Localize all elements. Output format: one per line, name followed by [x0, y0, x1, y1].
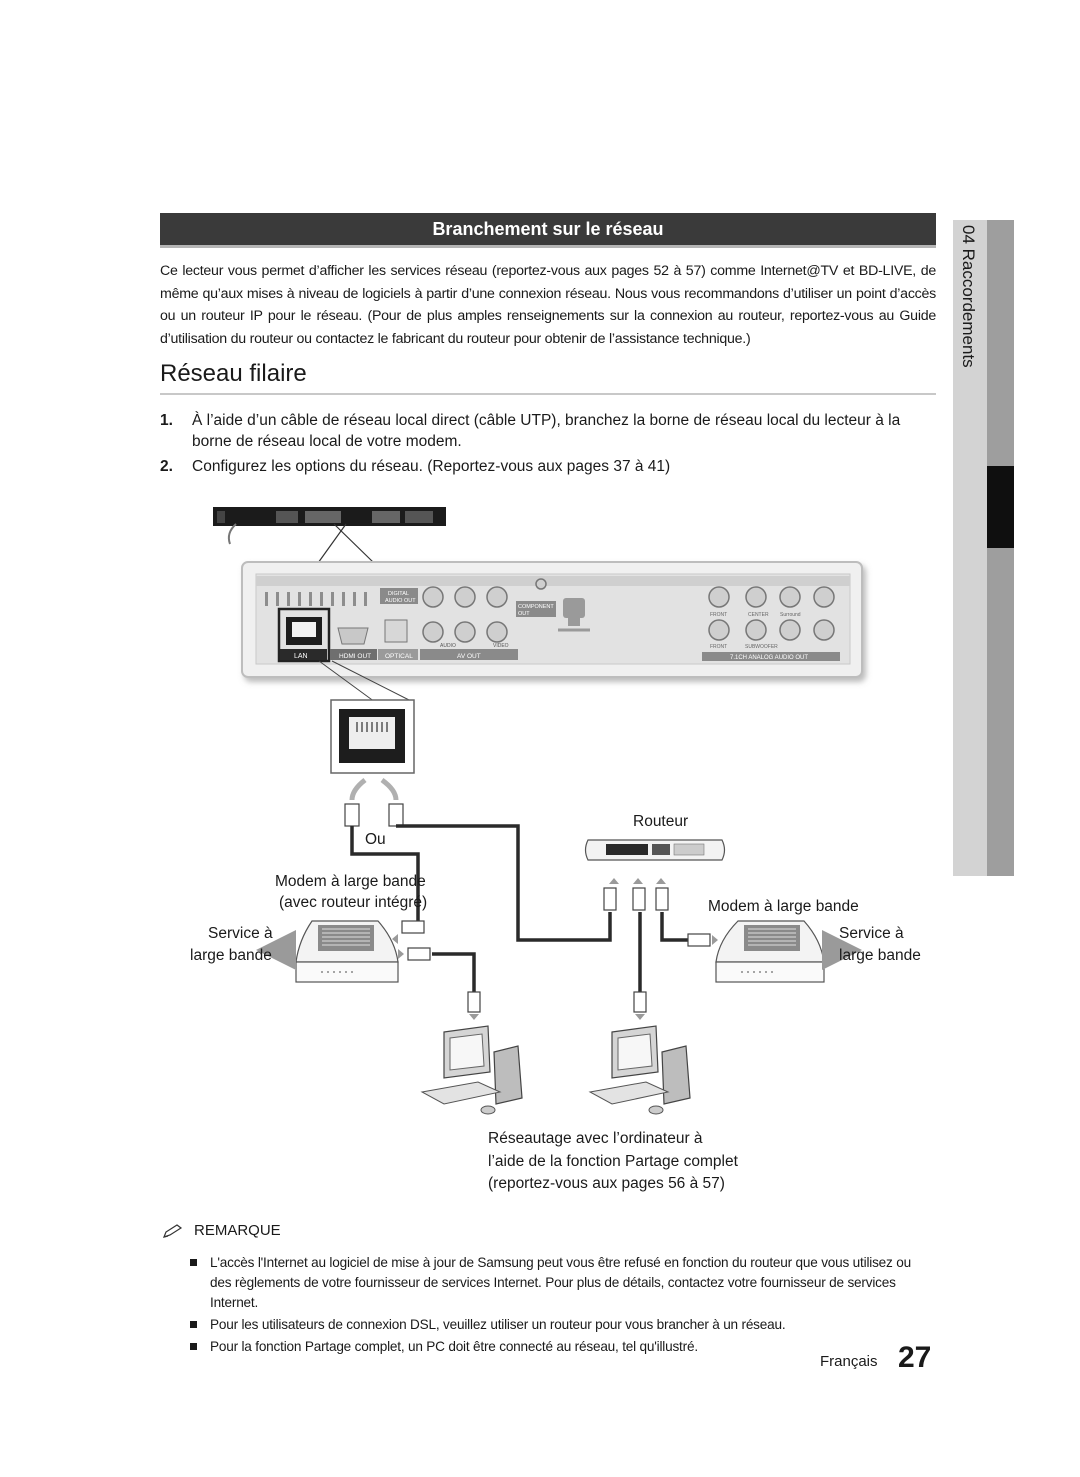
- note-heading: REMARQUE: [162, 1222, 281, 1239]
- hdmi-port-icon: [337, 627, 369, 645]
- modem-router-sublabel: (avec routeur intégré): [279, 894, 428, 911]
- fan-icon: [558, 598, 590, 632]
- caption-line: l’aide de la fonction Partage complet: [488, 1152, 738, 1170]
- subwoofer-label: SUBWOOFER: [745, 644, 778, 650]
- computer-icon: [588, 1025, 691, 1115]
- note-item: L'accès l'Internet au logiciel de mise à…: [190, 1253, 935, 1313]
- pencil-icon: [162, 1223, 183, 1238]
- note-item: Pour la fonction Partage complet, un PC …: [190, 1337, 935, 1357]
- audio-label: AUDIO: [440, 643, 456, 649]
- analog-audio-jacks: [708, 586, 835, 641]
- note-text: Pour les utilisateurs de connexion DSL, …: [210, 1317, 786, 1332]
- cable-plug: [603, 887, 669, 911]
- bullet-icon: [190, 1259, 197, 1266]
- chapter-tab-marker: [987, 466, 1014, 548]
- note-list: L'accès l'Internet au logiciel de mise à…: [190, 1253, 935, 1359]
- step-text: À l’aide d’un câble de réseau local dire…: [192, 412, 901, 450]
- analog-label: 7.1CH ANALOG AUDIO OUT: [730, 655, 808, 661]
- digital-label: DIGITAL: [388, 591, 409, 597]
- section-title: Branchement sur le réseau: [432, 218, 664, 239]
- diagram-caption: Réseautage avec l’ordinateur à l’aide de…: [488, 1128, 738, 1196]
- lan-port-closeup: [330, 699, 415, 774]
- caption-line: (reportez-vous aux pages 56 à 57): [488, 1175, 725, 1192]
- av-jacks: [422, 578, 547, 643]
- heading-rule: [160, 393, 936, 395]
- audio-out-label: AUDIO OUT: [385, 598, 416, 604]
- footer-language: Français: [820, 1353, 878, 1370]
- broadband-service-label-left: Service à: [208, 925, 273, 942]
- router-icon: [584, 839, 726, 861]
- lan-label: LAN: [294, 653, 308, 660]
- av-out-label: AV OUT: [457, 653, 481, 660]
- step-text: Configurez les options du réseau. (Repor…: [192, 458, 671, 475]
- component-label: COMPONENT: [518, 604, 554, 610]
- computer-icon: [420, 1025, 523, 1115]
- bullet-icon: [190, 1343, 197, 1350]
- modem-label-right: Modem à large bande: [708, 898, 859, 915]
- video-label: VIDEO: [493, 643, 509, 649]
- cable-plug: [344, 803, 404, 827]
- section-banner: Branchement sur le réseau: [160, 213, 936, 248]
- or-label: Ou: [365, 831, 386, 848]
- cable-plug: [401, 920, 431, 961]
- player-rear-thumbnail: [213, 507, 446, 545]
- optical-port-icon: [384, 619, 408, 643]
- modem-router-label: Modem à large bande: [275, 873, 426, 890]
- intro-paragraph: Ce lecteur vous permet d’afficher les se…: [160, 263, 936, 347]
- cable-plug: [687, 933, 711, 947]
- chapter-tab: [953, 220, 987, 876]
- cable-plug: [467, 991, 647, 1013]
- step-number: 1.: [160, 412, 173, 429]
- broadband-service-label-right: Service à: [839, 925, 904, 942]
- network-diagram: LAN HDMI OUT OPTICAL DIGITAL AUDIO OUT A…: [213, 507, 863, 1115]
- modem-icon: [715, 920, 825, 983]
- bullet-icon: [190, 1321, 197, 1328]
- step-2: 2. Configurez les options du réseau. (Re…: [160, 456, 936, 477]
- broadband-service-label-left-2: large bande: [190, 947, 272, 964]
- hdmi-label: HDMI OUT: [339, 653, 371, 660]
- note-item: Pour les utilisateurs de connexion DSL, …: [190, 1315, 935, 1335]
- note-text: L'accès l'Internet au logiciel de mise à…: [210, 1255, 911, 1310]
- chapter-tab-edge: [987, 220, 1014, 876]
- step-1: 1. À l’aide d’un câble de réseau local d…: [160, 410, 936, 452]
- modem-with-router-icon: [295, 920, 399, 983]
- front-label: FRONT: [710, 612, 727, 618]
- chapter-tab-label: 04 Raccordements: [959, 225, 978, 368]
- optical-label: OPTICAL: [385, 653, 413, 660]
- step-number: 2.: [160, 458, 173, 475]
- caption-line: Réseautage avec l’ordinateur à: [488, 1130, 703, 1147]
- lan-port-highlight: [277, 607, 331, 663]
- broadband-service-label-right-2: large bande: [839, 947, 921, 964]
- page-number: 27: [898, 1341, 932, 1374]
- surround-label: Surround: [780, 612, 801, 618]
- note-title: REMARQUE: [194, 1222, 281, 1239]
- component-out-label: OUT: [518, 611, 530, 617]
- center-label: CENTER: [748, 612, 769, 618]
- page-heading: Réseau filaire: [160, 360, 307, 387]
- router-label: Routeur: [633, 813, 689, 830]
- front-label-2: FRONT: [710, 644, 727, 650]
- note-text: Pour la fonction Partage complet, un PC …: [210, 1339, 698, 1354]
- vent-slots: [265, 592, 367, 606]
